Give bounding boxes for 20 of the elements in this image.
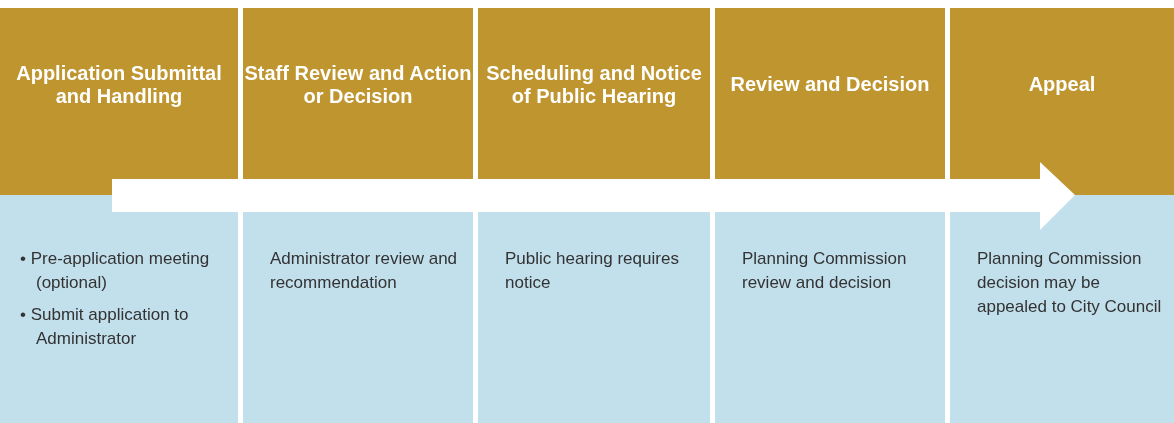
stage-description-panel: [478, 212, 710, 423]
stage-header-panel: [715, 8, 945, 179]
stage-description-panel: [715, 212, 945, 423]
stage-header-panel: [243, 8, 473, 179]
stage-title: Application Submittal and Handling: [15, 61, 223, 108]
stage-title: Review and Decision: [730, 73, 930, 96]
stage-description-panel: [243, 212, 473, 423]
bullet-item: • Pre-application meeting (optional): [20, 248, 211, 294]
stage-description: Planning Commission review and decision: [742, 248, 908, 294]
stage-description-panel: [950, 195, 1174, 423]
stage-title: Appeal: [1028, 73, 1096, 96]
stage-description: Administrator review and recommendation: [270, 248, 459, 294]
stage-title: Staff Review and Action or Decision: [243, 61, 473, 108]
stage-title: Scheduling and Notice of Public Hearing: [485, 61, 703, 108]
stage-header-panel: [0, 8, 238, 195]
stage-description: Public hearing requires notice: [505, 248, 680, 294]
stage-header-panel: [478, 8, 710, 179]
stage-description: Planning Commission decision may be appealed to City Council: [977, 248, 1163, 318]
bullet-item: • Submit application to Administrator: [20, 304, 190, 350]
stage-description-panel: [0, 195, 238, 423]
